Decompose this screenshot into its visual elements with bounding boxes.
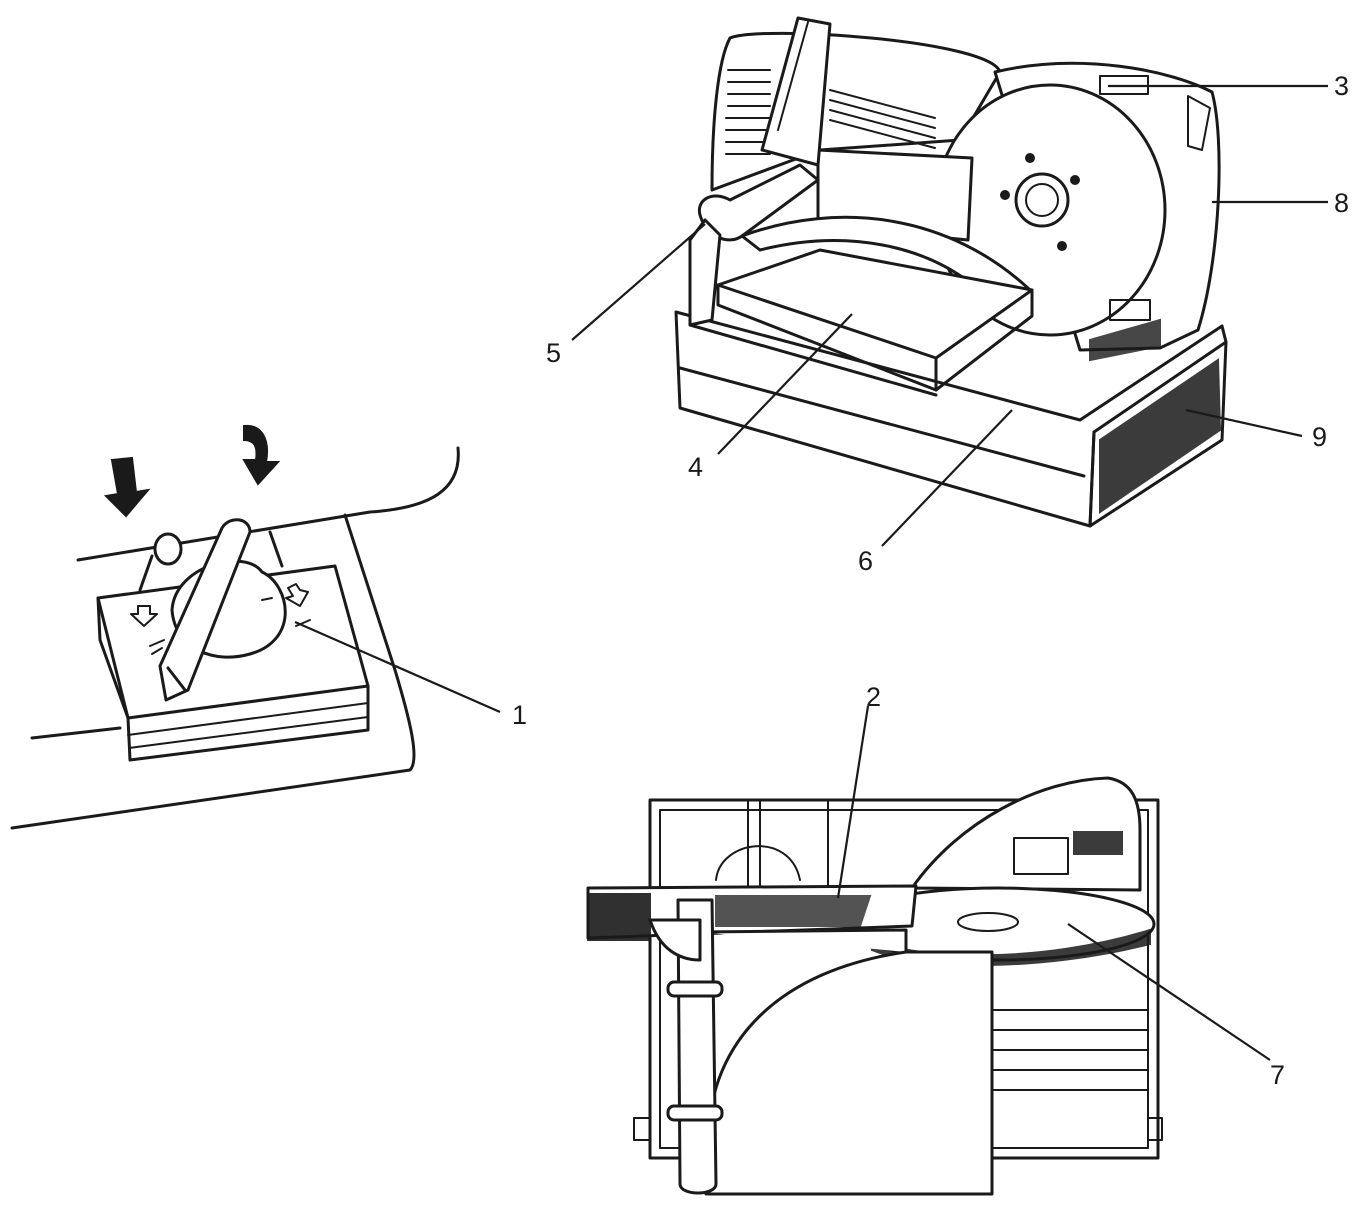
callout-8: 8 <box>1334 188 1349 218</box>
callout-7: 7 <box>1270 1060 1285 1090</box>
callout-5: 5 <box>546 338 561 368</box>
leader-line-9 <box>1185 408 1303 438</box>
direction-arrow-icon <box>130 605 158 627</box>
leader-line-6 <box>881 409 1013 547</box>
callout-9: 9 <box>1312 422 1327 452</box>
leader-line-7 <box>1067 923 1271 1061</box>
callout-1: 1 <box>512 700 527 730</box>
slicer-perspective-drawing <box>674 16 1228 528</box>
callout-4: 4 <box>688 452 703 482</box>
leader-line-2 <box>836 705 870 899</box>
press-arrow-icon <box>103 456 151 518</box>
leader-line-1 <box>294 620 501 714</box>
callout-3: 3 <box>1334 71 1349 101</box>
press-arrow-icon <box>242 424 281 486</box>
callout-2: 2 <box>866 682 881 712</box>
callout-6: 6 <box>858 546 873 576</box>
blade-center-icon <box>1000 153 1080 251</box>
leader-line-4 <box>717 313 853 455</box>
leader-line-5 <box>571 223 706 341</box>
slicer-top-view-drawing <box>586 776 1163 1196</box>
vent-slots <box>725 69 936 155</box>
switch-detail-drawing <box>10 424 460 830</box>
direction-arrow-icon <box>285 583 309 607</box>
